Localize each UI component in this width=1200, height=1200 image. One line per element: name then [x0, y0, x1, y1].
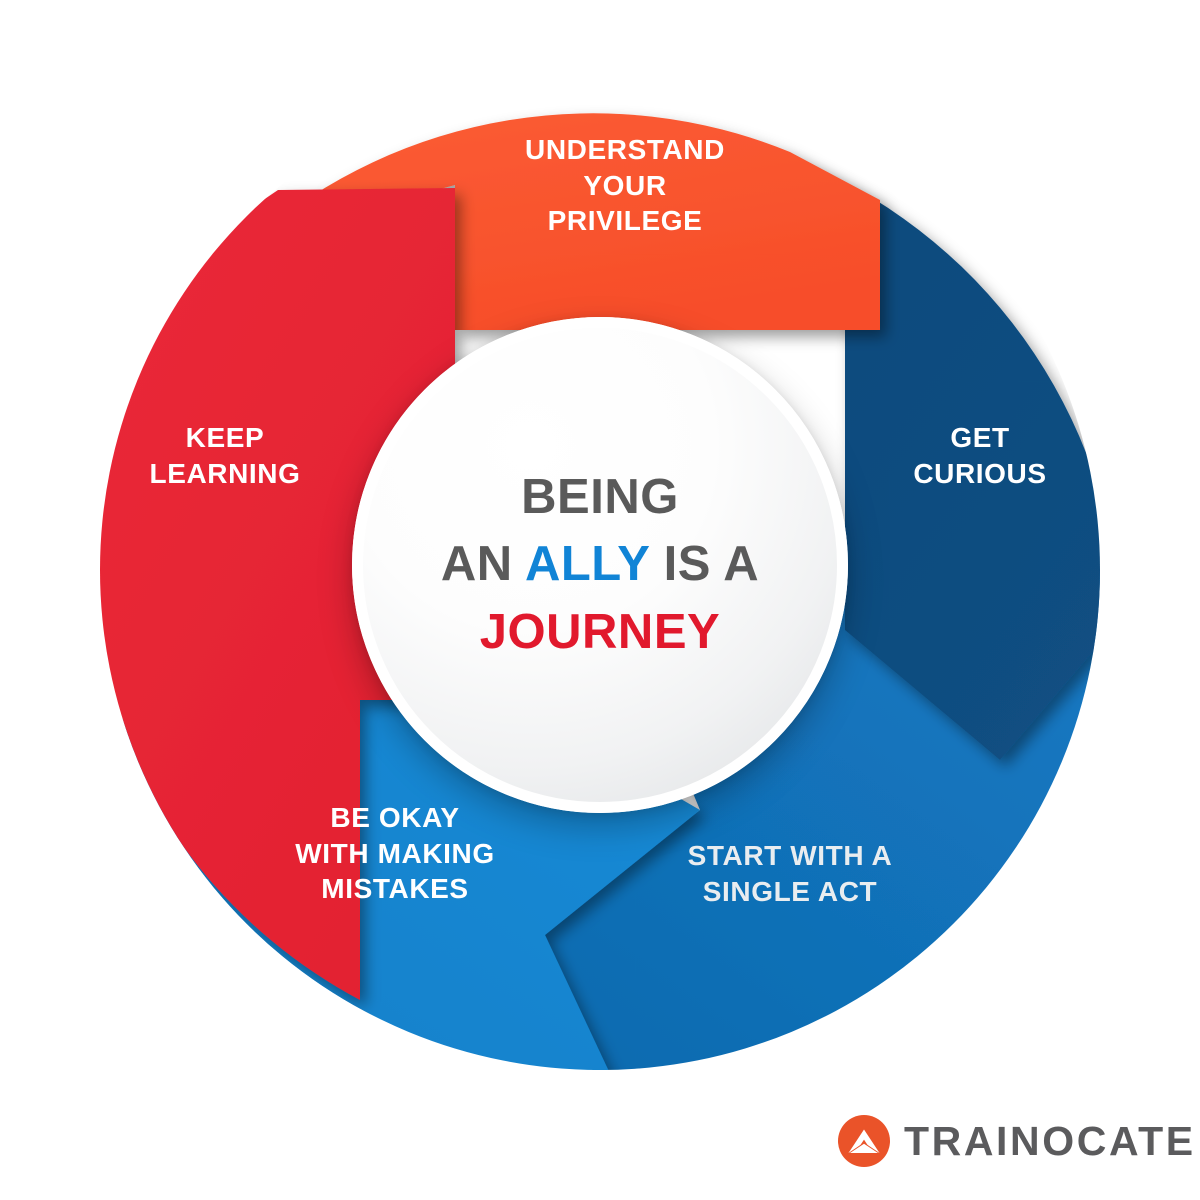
- brand-name: TRAINOCATE: [904, 1117, 1196, 1164]
- trainocate-mountain-icon: [838, 1115, 890, 1167]
- segment-keep-learning[interactable]: [84, 188, 455, 1000]
- center-hub: BEING AN ALLY IS A JOURNEY: [352, 317, 848, 813]
- center-line-2: AN ALLY IS A: [400, 531, 800, 599]
- center-line-1: BEING: [521, 469, 679, 524]
- center-line-3: JOURNEY: [479, 604, 721, 659]
- center-line-2-suffix: IS A: [649, 537, 760, 592]
- center-line-2-prefix: AN: [440, 537, 525, 592]
- center-message: BEING AN ALLY IS A JOURNEY: [400, 464, 800, 667]
- center-highlight-ally: ALLY: [524, 537, 650, 592]
- segment-understand-your-privilege[interactable]: [253, 113, 880, 330]
- brand-logo: TRAINOCATE: [838, 1110, 1196, 1172]
